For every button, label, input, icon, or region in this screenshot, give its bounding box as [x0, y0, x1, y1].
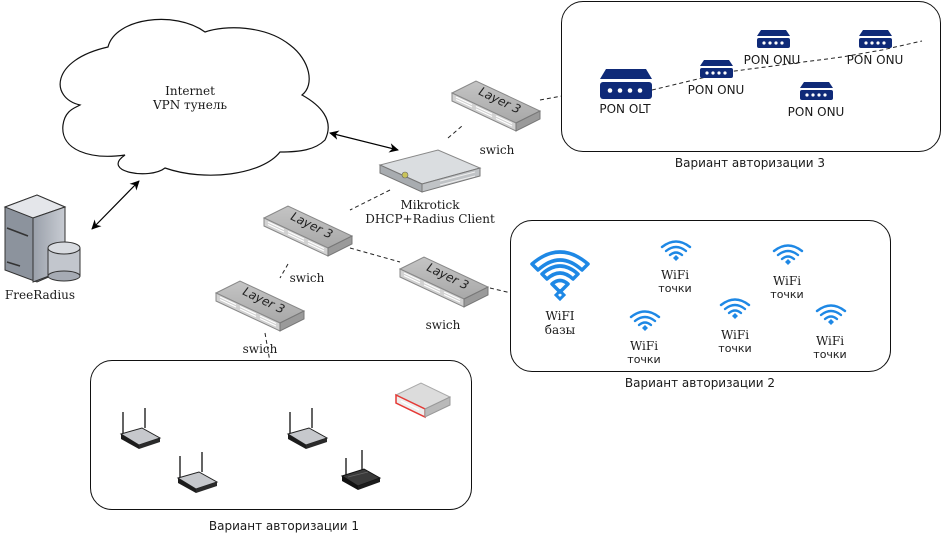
wireless-router-black-icon: [340, 450, 382, 490]
link-switch-right-variant2: [489, 287, 512, 294]
switch-top-label: swich: [479, 143, 515, 157]
wifi-point-icon: [660, 240, 692, 261]
switch-side-face: [327, 235, 353, 257]
pon-onu-label: PON ONU: [743, 53, 801, 67]
wifi-base-label-line1: WiFI: [545, 309, 575, 323]
wifi-point-label-line1: WiFi: [720, 328, 750, 342]
wifi-point-icon: [629, 310, 661, 331]
internet-cloud: [59, 18, 329, 176]
pon-onu-icon: [757, 30, 790, 48]
pon-onu-label: PON ONU: [687, 83, 745, 97]
variant-2-group: [510, 220, 891, 372]
wifi-point-icon: [772, 244, 804, 265]
link-cloud-mikrotik: [329, 130, 399, 153]
wifi-point-label-line2: точки: [658, 282, 692, 295]
layer3-switch-top-icon: Layer 3: [450, 80, 542, 132]
network-appliance-icon: [394, 382, 452, 419]
wireless-router-icon: [119, 408, 162, 449]
link-mikrotik-switch-mid: [349, 189, 391, 211]
mikrotik-label-line1: Mikrotick: [400, 198, 460, 212]
mikrotik-router-icon: [378, 149, 482, 193]
switch-side-face: [279, 310, 305, 332]
layer3-switch-left-icon: Layer 3: [214, 280, 306, 332]
pon-onu-icon: [700, 60, 733, 78]
link-mikrotik-switch-top: [447, 125, 463, 139]
wifi-point-label-line1: WiFi: [772, 274, 802, 288]
pon-olt-label: PON OLT: [599, 102, 651, 116]
wifi-point-label-line1: WiFi: [629, 339, 659, 353]
wifi-point-label-line2: точки: [813, 348, 847, 361]
cloud-label-line1: Internet: [165, 84, 215, 98]
freeradius-server-icon: [3, 194, 81, 283]
variant-2-title: Вариант авторизации 2: [624, 376, 776, 390]
wifi-point-icon: [719, 298, 751, 319]
wifi-point-icon: [815, 304, 847, 325]
variant-3-links: [651, 40, 923, 91]
mikrotik-label-line2: DHCP+Radius Client: [365, 212, 495, 226]
pon-onu-label: PON ONU: [787, 105, 845, 119]
layer3-switch-right-icon: Layer 3: [398, 256, 490, 308]
wifi-point-label-line1: WiFi: [815, 334, 845, 348]
link-switch-top-variant3: [539, 95, 563, 101]
switch-left-label: swich: [242, 342, 278, 356]
link-switch-mid-switch-left: [279, 263, 289, 279]
wifi-point-label-line2: точки: [770, 288, 804, 301]
cloud-label-line2: VPN тунель: [152, 98, 228, 112]
variant-1-title: Вариант авторизации 1: [208, 519, 360, 533]
switch-side-face: [463, 286, 489, 308]
pon-olt-icon: [600, 69, 652, 99]
link-cloud-freeradius: [91, 180, 140, 230]
freeradius-label: FreeRadius: [4, 288, 76, 302]
switch-mid-label: swich: [289, 271, 325, 285]
wireless-router-icon: [286, 408, 329, 449]
wifi-base-label-line2: базы: [544, 323, 576, 337]
pon-onu-icon: [800, 82, 833, 100]
pon-onu-label: PON ONU: [846, 53, 904, 67]
wifi-point-label-line1: WiFi: [660, 268, 690, 282]
wifi-point-label-line2: точки: [627, 353, 661, 366]
wifi-point-label-line2: точки: [718, 342, 752, 355]
wireless-router-icon: [176, 452, 219, 493]
pon-onu-icon: [859, 30, 892, 48]
switch-side-face: [515, 110, 541, 132]
link-switch-left-variant1: [264, 332, 271, 363]
switch-right-label: swich: [425, 318, 461, 332]
wifi-base-icon: [530, 250, 590, 302]
variant-3-title: Вариант авторизации 3: [674, 156, 826, 170]
link-switch-mid-switch-right: [349, 247, 401, 263]
layer3-switch-mid-icon: Layer 3: [262, 205, 354, 257]
